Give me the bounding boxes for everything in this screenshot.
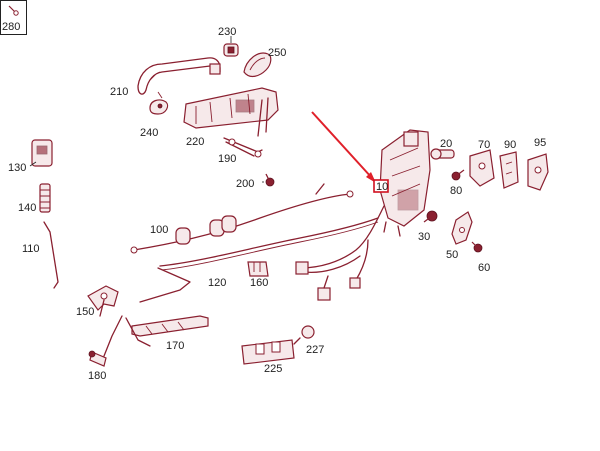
part-label-210[interactable]: 210 [110, 86, 128, 98]
part-label-150[interactable]: 150 [76, 306, 94, 318]
part-label-240[interactable]: 240 [140, 127, 158, 139]
part-label-220[interactable]: 220 [186, 136, 204, 148]
part-250-cover[interactable] [243, 52, 272, 78]
part-label-230[interactable]: 230 [218, 26, 236, 38]
part-label-100[interactable]: 100 [150, 224, 168, 236]
part-20-bolt[interactable] [430, 148, 455, 160]
part-label-190[interactable]: 190 [218, 153, 236, 165]
part-80-screw[interactable] [451, 169, 465, 181]
part-130-inner-handle[interactable] [31, 139, 53, 167]
part-230-clip[interactable] [223, 43, 239, 57]
highlight-arrow [311, 111, 376, 183]
part-label-80[interactable]: 80 [450, 185, 462, 197]
part-label-140[interactable]: 140 [18, 202, 36, 214]
part-label-10: 10 [376, 181, 388, 193]
part-110-rod[interactable] [43, 221, 59, 289]
part-90-cover[interactable] [499, 151, 519, 189]
part-180-pin[interactable] [88, 350, 107, 367]
part-label-50[interactable]: 50 [446, 249, 458, 261]
part-60-screw[interactable] [471, 241, 483, 253]
corner-box-280[interactable]: 280 [0, 0, 27, 35]
part-200-screw[interactable] [262, 173, 275, 187]
part-label-110[interactable]: 110 [22, 243, 40, 255]
part-label-250[interactable]: 250 [268, 47, 286, 59]
part-190-lever[interactable] [223, 137, 263, 158]
part-95-bracket[interactable] [527, 153, 549, 191]
part-label-227[interactable]: 227 [306, 344, 324, 356]
part-220-handle-carrier[interactable] [183, 87, 279, 137]
part-140-spring[interactable] [39, 183, 51, 213]
screw-icon [8, 5, 19, 16]
part-label-60[interactable]: 60 [478, 262, 490, 274]
part-label-180[interactable]: 180 [88, 370, 106, 382]
part-160-clip[interactable] [247, 261, 269, 277]
part-30-screw[interactable] [423, 210, 438, 223]
part-label-95[interactable]: 95 [534, 137, 546, 149]
part-150-bracket[interactable] [87, 285, 119, 317]
part-100-bowden-cable[interactable] [130, 183, 354, 254]
part-label-130[interactable]: 130 [8, 162, 26, 174]
part-120-rod[interactable] [139, 217, 379, 303]
part-label-90[interactable]: 90 [504, 139, 516, 151]
part-label-200[interactable]: 200 [236, 178, 254, 190]
part-label-20[interactable]: 20 [440, 138, 452, 150]
wiring-harness[interactable] [295, 205, 385, 301]
part-label-225[interactable]: 225 [264, 363, 282, 375]
part-225-bracket[interactable] [241, 339, 295, 365]
part-label-170[interactable]: 170 [166, 340, 184, 352]
part-label-280: 280 [2, 21, 20, 33]
part-227-screw[interactable] [293, 325, 315, 345]
part-label-30[interactable]: 30 [418, 231, 430, 243]
part-50-striker[interactable] [451, 211, 473, 245]
part-10-door-lock[interactable] [379, 129, 431, 237]
highlight-box-10[interactable]: 10 [373, 179, 389, 193]
part-label-160[interactable]: 160 [250, 277, 268, 289]
part-label-70[interactable]: 70 [478, 139, 490, 151]
part-label-120[interactable]: 120 [208, 277, 226, 289]
part-70-latch-plate[interactable] [469, 149, 495, 187]
part-170-rod-bracket[interactable] [103, 315, 209, 357]
part-210-door-handle[interactable] [137, 57, 221, 95]
part-240-bracket[interactable] [149, 91, 169, 115]
part-labels: 230 250 210 240 220 190 200 130 140 110 … [8, 26, 546, 382]
